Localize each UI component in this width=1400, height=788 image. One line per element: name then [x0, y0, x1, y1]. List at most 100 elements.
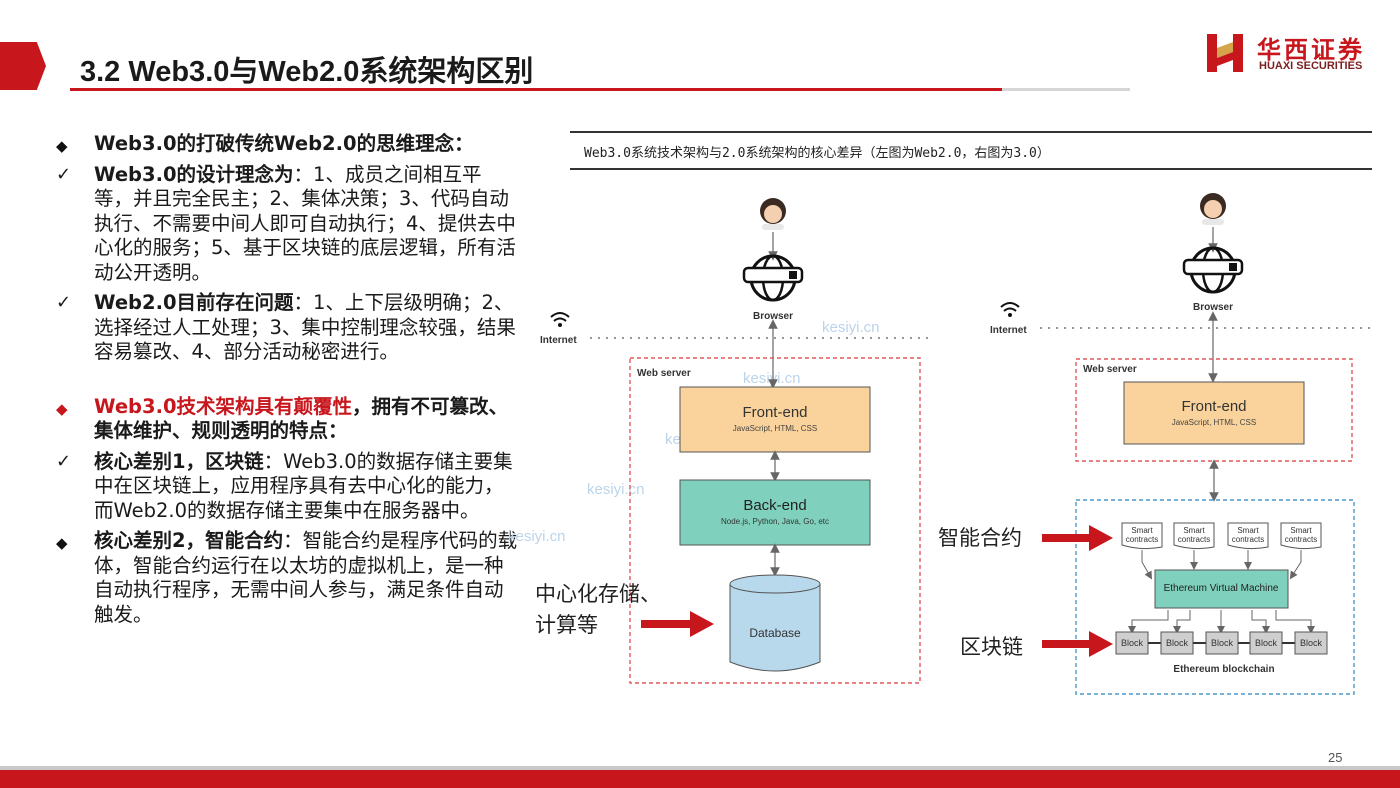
block-label: Block — [1255, 638, 1278, 648]
smart-contract-icon: Smart contracts — [1173, 522, 1215, 550]
database-cylinder-icon — [729, 574, 821, 672]
smart-contract-label: Smart — [1131, 526, 1153, 535]
bullet-bold-text: 核心差别1，区块链 — [94, 449, 264, 473]
check-bullet-icon: ✓ — [56, 450, 72, 472]
footer-grey-bar — [0, 766, 1400, 770]
diamond-bullet-icon: ◆ — [56, 534, 68, 552]
internet-label: Internet — [540, 335, 577, 346]
backend-subtitle: Node.js, Python, Java, Go, etc — [721, 517, 829, 526]
blockchain-group: Block Block Block Block Block — [1115, 631, 1328, 655]
check-bullet-icon: ✓ — [56, 292, 72, 313]
web-server-label: Web server — [637, 368, 691, 379]
smart-contract-label: Smart — [1183, 526, 1205, 535]
frontend-box — [1123, 381, 1305, 445]
footer-red-bar — [0, 770, 1400, 788]
bullet-list: ◆ Web3.0的打破传统Web2.0的思维理念： ✓ Web3.0的设计理念为… — [50, 132, 520, 627]
figure-caption: Web3.0系统技术架构与2.0系统架构的核心差异（左图为Web2.0，右图为3… — [584, 146, 1050, 161]
internet-label: Internet — [990, 325, 1027, 336]
wifi-icon — [550, 312, 570, 327]
bullet-bold-text: 核心差别2，智能合约 — [94, 529, 284, 552]
red-arrow-icon — [1042, 631, 1113, 657]
caption-rule-top — [570, 131, 1372, 133]
title-underline — [70, 88, 1002, 91]
bullet-text: ：智能合约是程序代码的载体，智能合约运行在以太坊的虚拟机上，是一种自动执行程序，… — [94, 529, 518, 626]
browser-globe-icon — [742, 254, 804, 302]
company-logo: 华西证券 HUAXI SECURITIES — [1205, 30, 1395, 76]
frontend-box — [679, 386, 871, 453]
web2-diagram: Browser Internet Web server Front-end Ja… — [535, 198, 930, 684]
watermark-text: kesiyi.cn — [743, 370, 801, 387]
smart-contract-label: Smart — [1290, 526, 1312, 535]
evm-label: Ethereum Virtual Machine — [1164, 583, 1279, 594]
bullet-text: ：1、成员之间相互平等，并且完全民主；2、集体决策；3、代码自动执行、不需要中间… — [94, 162, 516, 284]
watermark-text: kesiyi.cn — [822, 319, 880, 336]
database-label: Database — [749, 626, 801, 640]
smart-contracts-group: Smart contracts Smart contracts Smart co… — [1121, 522, 1322, 550]
page-number: 25 — [1328, 750, 1343, 765]
bullet-item: ✓ Web3.0的设计理念为：1、成员之间相互平等，并且完全民主；2、集体决策；… — [50, 163, 520, 286]
bullet-text: ： — [328, 419, 348, 442]
backend-title: Back-end — [743, 497, 806, 514]
smart-contract-icon: Smart contracts — [1227, 522, 1269, 550]
check-bullet-icon: ✓ — [56, 163, 72, 185]
web-server-box — [629, 357, 921, 684]
bullet-red-text: Web3.0技术架构具有颠覆性 — [94, 394, 353, 418]
block-icon — [1294, 631, 1328, 655]
frontend-title: Front-end — [742, 404, 807, 421]
bullet-item: ✓ 核心差别1，区块链：Web3.0的数据存储主要集中在区块链上，应用程序具有去… — [50, 450, 520, 524]
annotation-centralized-line2: 计算等 — [535, 613, 598, 637]
bullet-item: ◆ 核心差别2，智能合约：智能合约是程序代码的载体，智能合约运行在以太坊的虚拟机… — [50, 529, 520, 627]
logo-english-name: HUAXI SECURITIES — [1259, 60, 1363, 72]
smart-contract-label: contracts — [1178, 535, 1210, 544]
bullet-item: ◆ Web3.0的打破传统Web2.0的思维理念： — [50, 132, 520, 157]
bullet-text: ：Web3.0的数据存储主要集中在区块链上，应用程序具有去中心化的能力，而Web… — [94, 449, 513, 522]
diamond-bullet-icon: ◆ — [56, 137, 68, 155]
smart-contract-icon: Smart contracts — [1280, 522, 1322, 550]
annotation-blockchain: 区块链 — [960, 635, 1023, 659]
user-avatar-icon — [1200, 193, 1226, 225]
ethereum-box — [1075, 499, 1355, 695]
bullet-item: ✓ Web2.0目前存在问题：1、上下层级明确；2、选择经过人工处理；3、集中控… — [50, 291, 520, 365]
bullet-bold-text: Web2.0目前存在问题 — [94, 291, 294, 314]
annotation-smart-contract: 智能合约 — [938, 526, 1022, 550]
bullet-text: ：1、上下层级明确；2、选择经过人工处理；3、集中控制理念较强，结果容易篡改、4… — [94, 291, 516, 363]
web-server-label: Web server — [1083, 364, 1137, 375]
red-arrow-icon — [1042, 525, 1113, 551]
title-underline-grey — [1002, 88, 1130, 91]
bullet-item: ◆ Web3.0技术架构具有颠覆性，拥有不可篡改、集体维护、规则透明的特点： — [50, 395, 520, 444]
frontend-subtitle: JavaScript, HTML, CSS — [733, 424, 817, 433]
watermark-text: kesiyi.cn — [587, 481, 645, 498]
smart-contract-label: contracts — [1285, 535, 1317, 544]
bullet-bold-text: ，拥有不可篡改、集体维护、规则透明的特点 — [94, 394, 509, 443]
browser-label: Browser — [753, 311, 793, 322]
smart-contract-label: contracts — [1232, 535, 1264, 544]
huaxi-logo-icon — [1207, 34, 1243, 72]
wifi-icon — [1000, 302, 1020, 317]
header-red-tab — [0, 42, 46, 90]
evm-box — [1154, 569, 1289, 609]
block-label: Block — [1211, 638, 1234, 648]
blockchain-label: Ethereum blockchain — [1173, 664, 1274, 675]
smart-contract-icon: Smart contracts — [1121, 522, 1163, 550]
web3-diagram: Browser Internet Web server Front-end Ja… — [938, 193, 1370, 695]
red-arrow-icon — [641, 611, 714, 637]
watermark-text: kesiyi.cn — [508, 528, 566, 545]
block-label: Block — [1300, 638, 1323, 648]
block-label: Block — [1166, 638, 1189, 648]
bullet-text: Web3.0的打破传统Web2.0的思维理念： — [94, 132, 474, 155]
smart-contract-label: Smart — [1237, 526, 1259, 535]
annotation-centralized-line1: 中心化存储、 — [535, 582, 661, 606]
block-label: Block — [1121, 638, 1144, 648]
page-title: 3.2 Web3.0与Web2.0系统架构区别 — [80, 56, 534, 88]
browser-globe-icon — [1182, 246, 1244, 294]
smart-contract-label: contracts — [1126, 535, 1158, 544]
user-avatar-icon — [760, 198, 786, 230]
frontend-subtitle: JavaScript, HTML, CSS — [1172, 418, 1256, 427]
browser-label: Browser — [1193, 302, 1233, 313]
frontend-title: Front-end — [1181, 398, 1246, 415]
bullet-bold-text: Web3.0的设计理念为 — [94, 162, 294, 186]
logo-chinese-name: 华西证券 — [1257, 37, 1365, 64]
caption-rule-bottom — [570, 168, 1372, 170]
diamond-bullet-icon: ◆ — [56, 399, 68, 418]
